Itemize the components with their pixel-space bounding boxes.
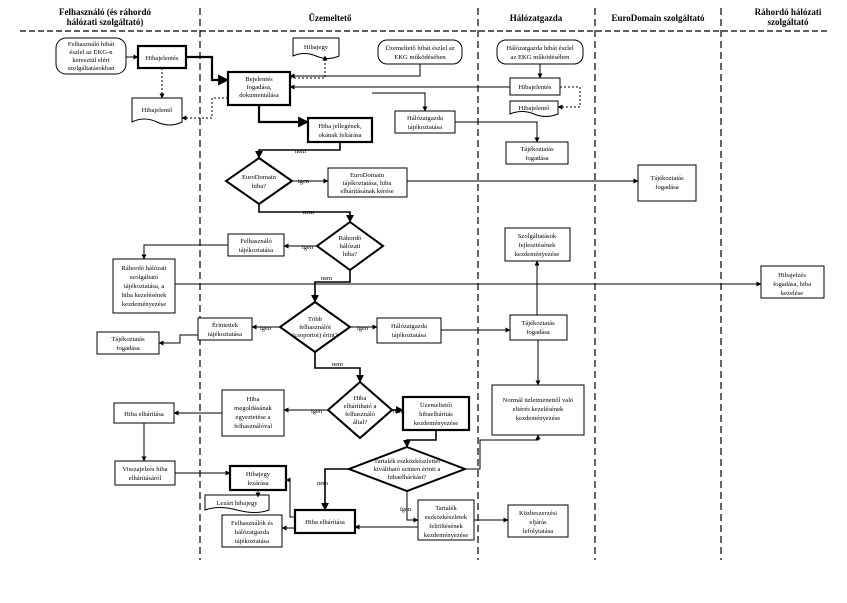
svg-text:Hibajelentő: Hibajelentő [519, 105, 550, 112]
edge-label-nem: nem [321, 275, 332, 282]
flow-connectors [126, 54, 762, 531]
lane-title-halozatgazda: Hálózatgazda [510, 13, 563, 23]
edge-label-nem: nem [295, 148, 306, 155]
edge-label-igen: igen [400, 506, 412, 513]
box-halozatgazda-hibajelentes: Hibajelentés [509, 77, 561, 96]
edge-label-igen: igen [298, 178, 310, 185]
svg-text:Hiba elhárítása: Hiba elhárítása [305, 519, 345, 526]
lane-title-eurodomain: EuroDomain szolgáltató [611, 13, 705, 23]
box-hiba-feltarasa: Hiba jellegének,okának feltárása [306, 116, 374, 144]
lane-title-uzemelteto: Üzemeltető [309, 13, 352, 23]
svg-text:Hibajelentés: Hibajelentés [519, 84, 552, 91]
edge-label-nem: nem [332, 361, 343, 368]
edge-label-igen: igen [311, 408, 323, 415]
box-hiba-elharitasa-felhasznalo: Hiba elhárítása [113, 402, 175, 424]
doc-hibajelento-felhasznalo: Hibajelentő [131, 97, 183, 126]
edge-label-igen: igen [357, 325, 369, 332]
edge-label-igen: igen [260, 325, 272, 332]
edge-label-igen: igen [302, 244, 314, 251]
svg-text:Lezárt hibajegy: Lezárt hibajegy [216, 500, 258, 507]
edge-labels: nem igen nem igen nem igen igen nem igen… [260, 148, 412, 513]
doc-hibajegy: Hibajegy [292, 37, 340, 59]
svg-text:Hibajelentés: Hibajelentés [146, 55, 179, 62]
doc-lezart-hibajegy: Lezárt hibajegy [204, 494, 270, 513]
box-hiba-elharitasa-uzemelteto: Hiba elhárítása [293, 508, 357, 535]
doc-hibajelento-halozatgazda: Hibajelentő [509, 100, 559, 117]
edge-label-nem: nem [303, 209, 314, 216]
svg-text:Hiba jellegének,okának feltárá: Hiba jellegének,okának feltárása [318, 123, 362, 139]
svg-text:Hibajelentő: Hibajelentő [142, 107, 173, 114]
svg-text:Hiba elhárítása: Hiba elhárítása [124, 411, 164, 418]
edge-label-nem: nem [393, 408, 404, 415]
svg-text:Hibajegy: Hibajegy [304, 44, 329, 51]
edge-label-nem: nem [317, 480, 328, 487]
box-hibajelentes-felhasznalo: Hibajelentés [136, 44, 188, 70]
